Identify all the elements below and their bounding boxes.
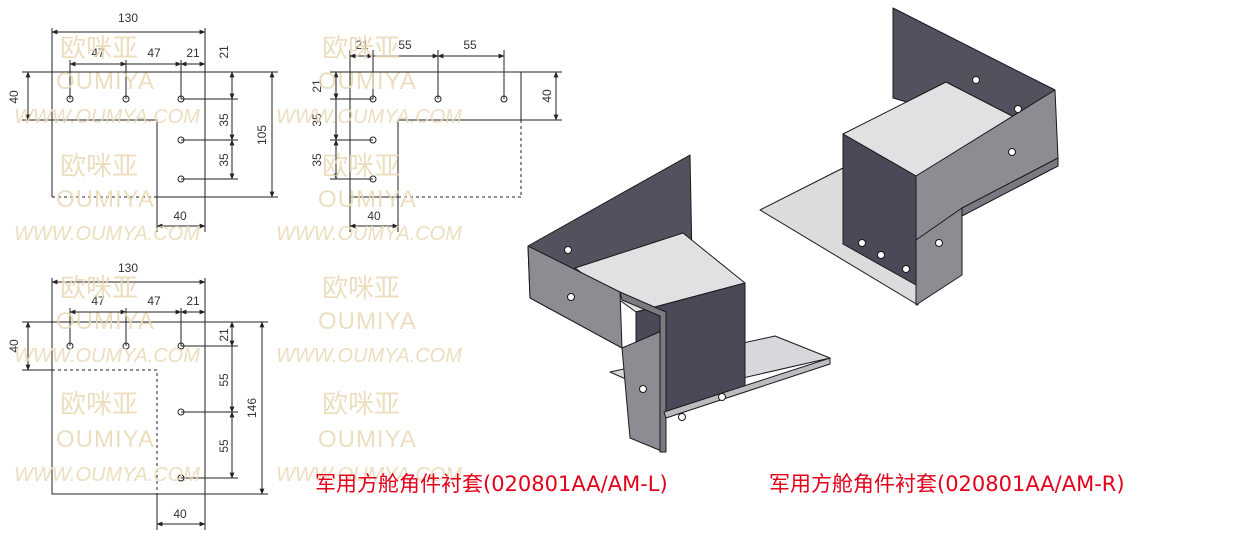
dim-left-height: 40 (7, 90, 21, 104)
hole (858, 239, 866, 247)
watermark-cn: 欧咪亚 (322, 34, 400, 64)
dim-bottom-width: 40 (367, 209, 381, 223)
watermark-en: OUMIYA (318, 308, 417, 335)
dims-bottom-left: 130 47 47 21 40 21 55 55 146 40 (7, 261, 259, 521)
dim-total-width: 130 (118, 11, 138, 25)
watermark-en: OUMIYA (56, 186, 155, 213)
dim-hole-gap2: 35 (310, 153, 324, 167)
dashed-fold-line (52, 369, 158, 494)
dim-total-width: 130 (118, 261, 138, 275)
render-left-part (527, 154, 831, 453)
holes (564, 246, 726, 421)
watermark-en: OUMIYA (56, 308, 155, 335)
dim-right-height: 40 (540, 89, 554, 103)
dim-seg2: 47 (147, 294, 161, 308)
render-right-part (759, 7, 1059, 306)
watermark-url: WWW.OUMYA.COM (14, 345, 200, 367)
watermark-en: OUMIYA (318, 68, 417, 95)
dims-top-left: 130 47 47 21 21 40 35 35 105 40 (7, 11, 269, 223)
holes (858, 76, 1022, 273)
watermark-url: WWW.OUMYA.COM (276, 223, 462, 245)
dim-seg2: 47 (147, 46, 161, 60)
watermark-url: WWW.OUMYA.COM (276, 106, 462, 128)
dim-bottom-width: 40 (173, 209, 187, 223)
watermark-cn: 欧咪亚 (60, 390, 138, 420)
watermark-cn: 欧咪亚 (322, 390, 400, 420)
watermarks: 欧咪亚 OUMIYA WWW.OUMYA.COM 欧咪亚 OUMIYA WWW.… (14, 34, 462, 486)
dim-right-height: 105 (255, 125, 269, 145)
hole (935, 239, 943, 247)
dim-hole-gap2: 55 (217, 439, 231, 453)
dim-top-offset: 21 (217, 45, 231, 59)
watermark-en: OUMIYA (318, 186, 417, 213)
side-fold (961, 157, 1059, 217)
dim-top-offset: 21 (310, 79, 324, 93)
watermark-cn: 欧咪亚 (60, 34, 138, 64)
watermark-en: OUMIYA (318, 426, 417, 453)
side-edge-right (619, 291, 667, 453)
dim-hole-gap1: 55 (217, 373, 231, 387)
dims-top-right: 21 55 55 40 21 35 35 40 (310, 38, 554, 223)
dim-hole-gap2: 35 (217, 153, 231, 167)
dim-seg2: 55 (398, 38, 412, 52)
watermark-cn: 欧咪亚 (322, 152, 400, 182)
dim-seg1: 21 (355, 38, 369, 52)
dim-seg3: 21 (186, 46, 200, 60)
hole (718, 393, 726, 401)
caption-right: 军用方舱角件衬套(020801AA/AM-R) (769, 472, 1125, 496)
dim-bottom-width: 40 (173, 507, 187, 521)
watermark-en: OUMIYA (56, 426, 155, 453)
drawing-top-right (330, 50, 562, 232)
caption-left: 军用方舱角件衬套(020801AA/AM-L) (315, 472, 668, 496)
watermark-url: WWW.OUMYA.COM (14, 223, 200, 245)
hole (902, 265, 910, 273)
hole (567, 293, 575, 301)
dim-seg3: 55 (463, 38, 477, 52)
watermark-en: OUMIYA (56, 68, 155, 95)
dim-left-height: 40 (7, 339, 21, 353)
drawing-top-left (22, 28, 278, 232)
drawing-bottom-left (22, 278, 268, 530)
base-front-edge (663, 357, 831, 419)
dim-hole-gap1: 35 (310, 113, 324, 127)
watermark-url: WWW.OUMYA.COM (276, 345, 462, 367)
dim-hole-gap1: 35 (217, 113, 231, 127)
watermark-url: WWW.OUMYA.COM (276, 464, 462, 486)
dim-seg1: 47 (91, 294, 105, 308)
hole (678, 413, 686, 421)
hole (1008, 148, 1016, 156)
watermark-cn: 欧咪亚 (60, 152, 138, 182)
dim-seg1: 47 (91, 46, 105, 60)
watermark-url: WWW.OUMYA.COM (14, 464, 200, 486)
side-plate-lower (915, 207, 963, 306)
hole (639, 385, 647, 393)
hole (1014, 105, 1022, 113)
dim-seg3: 21 (186, 294, 200, 308)
hole (972, 76, 980, 84)
watermark-cn: 欧咪亚 (322, 274, 400, 304)
dim-right-height: 146 (245, 398, 259, 418)
hole (877, 251, 885, 259)
watermark-url: WWW.OUMYA.COM (14, 106, 200, 128)
watermark-cn: 欧咪亚 (60, 274, 138, 304)
hole (564, 246, 572, 254)
dim-top-offset: 21 (217, 328, 231, 342)
